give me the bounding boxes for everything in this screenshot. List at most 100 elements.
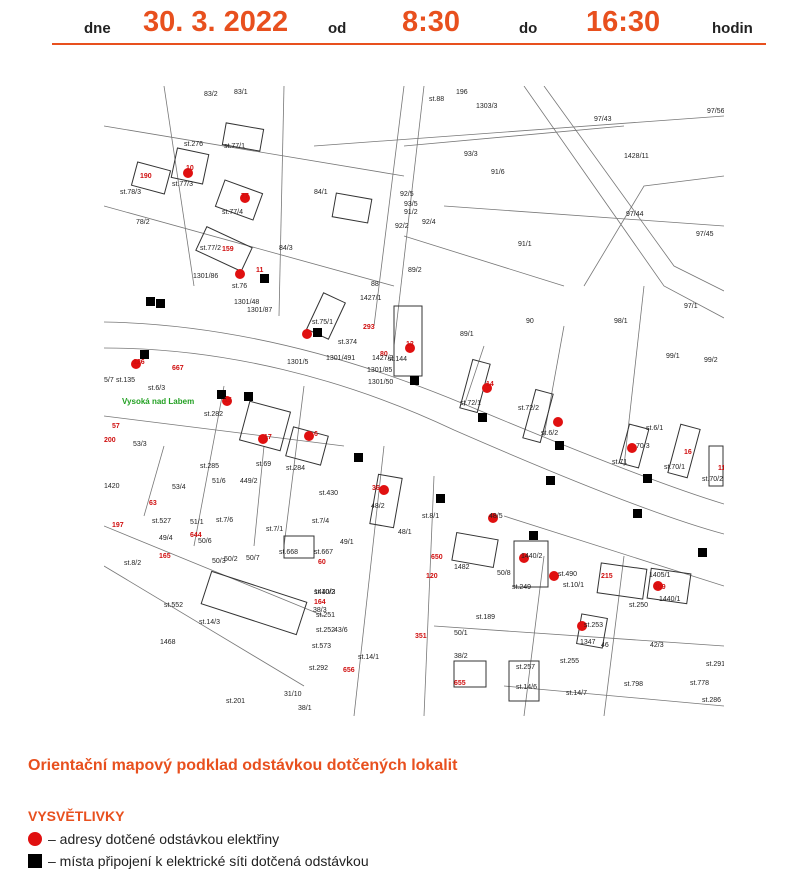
parcel-label: 165	[159, 553, 171, 560]
place-label: Vysoká nad Labem	[122, 397, 194, 406]
parcel-label: st.252	[316, 627, 335, 634]
parcel-label: st.251	[316, 612, 335, 619]
affected-address-dots	[131, 168, 663, 631]
legend-title: VYSVĚTLIVKY	[28, 808, 125, 824]
buildings	[130, 122, 724, 702]
time-to: 16:30	[586, 6, 661, 38]
parcel-label: 70/3	[636, 443, 650, 450]
parcel-label: 97/44	[626, 211, 644, 218]
parcel-label: 293	[363, 324, 375, 331]
parcel-label: 126	[133, 359, 145, 366]
parcel-label: st.88	[429, 96, 444, 103]
parcel-label: 97/56	[707, 108, 724, 115]
parcel-label: st.255	[560, 658, 579, 665]
parcel-label: 1420	[104, 483, 120, 490]
parcel-label: 50/3	[212, 558, 226, 565]
parcel-label: st.778	[690, 680, 709, 687]
parcel-label: 51/1	[190, 519, 204, 526]
parcel-label: 164	[314, 599, 326, 606]
parcel-label: st.201	[226, 698, 245, 705]
parcel-label: 12	[406, 341, 414, 348]
parcel-label: 1440/3	[314, 589, 336, 596]
label-from: od	[328, 20, 347, 37]
label-hours: hodin	[712, 20, 753, 37]
parcel-label: 48/1	[398, 529, 412, 536]
parcel-label: 1347	[580, 639, 596, 646]
parcel-label: 656	[343, 667, 355, 674]
parcel-label: 449/2	[240, 478, 258, 485]
parcel-label: 97/1	[684, 303, 698, 310]
parcel-label: 53/3	[133, 441, 147, 448]
parcel-label: 63	[149, 500, 157, 507]
parcel-label: 89/1	[460, 331, 474, 338]
parcel-label: 92/2	[395, 223, 409, 230]
parcel-label: st.77/1	[224, 143, 245, 150]
parcel-label: 98/1	[614, 318, 628, 325]
parcel-label: st.374	[338, 339, 357, 346]
parcel-label: 1301/491	[326, 355, 355, 362]
parcel-label: 60	[318, 559, 326, 566]
parcel-label: 1301/48	[234, 299, 259, 306]
parcel-label: st.667	[314, 549, 333, 556]
parcel-label: 48/2	[371, 503, 385, 510]
parcel-label: 1482	[454, 564, 470, 571]
legend-item-red: – adresy dotčené odstávkou elektřiny	[28, 831, 279, 847]
parcel-label: 80	[380, 351, 388, 358]
parcel-label: st.253	[584, 622, 603, 629]
parcel-label: 116	[718, 465, 724, 472]
parcel-label: 84/1	[314, 189, 328, 196]
parcel-label: 1301/5	[287, 359, 309, 366]
parcel-label: st.276	[184, 141, 203, 148]
parcel-label: st.6/1	[646, 425, 663, 432]
parcel-label: st.14/7	[566, 690, 587, 697]
parcel-label: 36	[372, 485, 380, 492]
parcel-label: 1301/85	[367, 367, 392, 374]
parcel-label: 120	[426, 573, 438, 580]
parcel-label: 5/7	[104, 377, 114, 384]
parcel-label: 50/7	[246, 555, 260, 562]
parcel-label: 97/43	[594, 116, 612, 123]
parcel-label: 1427/2	[372, 355, 394, 362]
parcel-label: 92/5	[400, 191, 414, 198]
parcel-label: st.206	[104, 86, 123, 88]
parcel-label: 38/2	[454, 653, 468, 660]
parcel-label: st.257	[516, 664, 535, 671]
parcel-label: st.6/2	[541, 430, 558, 437]
red-dot-icon	[28, 832, 42, 846]
parcel-label: st.77/2	[200, 245, 221, 252]
legend-black-label: – místa připojení k elektrické síti dotč…	[48, 853, 369, 869]
parcel-label: st.14/3	[199, 619, 220, 626]
parcel-label: 196	[456, 89, 468, 96]
parcel-label: st.285	[200, 463, 219, 470]
label-date: dne	[84, 20, 111, 37]
parcel-label: 88	[371, 281, 379, 288]
parcel-label: 50/8	[497, 570, 511, 577]
parcel-boundaries	[104, 86, 724, 716]
parcel-label: st.282	[204, 411, 223, 418]
parcel-label: st.14/6	[516, 684, 537, 691]
parcel-label: 53/4	[172, 484, 186, 491]
black-square-icon	[28, 854, 42, 868]
parcel-label: 215	[601, 573, 613, 580]
parcel-label: 43/6	[334, 627, 348, 634]
parcel-label: st.250	[629, 602, 648, 609]
parcel-label: st.291	[706, 661, 724, 668]
date-value: 30. 3. 2022	[143, 6, 289, 38]
parcel-label: st.75/1	[312, 319, 333, 326]
parcel-label: st.286	[702, 697, 721, 704]
parcel-label: st.284	[286, 465, 305, 472]
parcel-label: 49/4	[159, 535, 173, 542]
parcel-label: 650	[431, 554, 443, 561]
parcel-label: 1301/50	[368, 379, 393, 386]
parcel-label: 78/2	[136, 219, 150, 226]
parcel-label: st.8/1	[422, 513, 439, 520]
parcel-label: 1301/86	[193, 273, 218, 280]
parcel-label: 1303/3	[476, 103, 498, 110]
parcel-label: 84/3	[279, 245, 293, 252]
grid-connection-points	[140, 274, 707, 557]
parcel-label: 38/3	[313, 607, 327, 614]
header: dne 30. 3. 2022 od 8:30 do 16:30 hodin	[0, 0, 796, 46]
time-from: 8:30	[402, 6, 461, 38]
parcel-label: 77	[241, 193, 249, 200]
